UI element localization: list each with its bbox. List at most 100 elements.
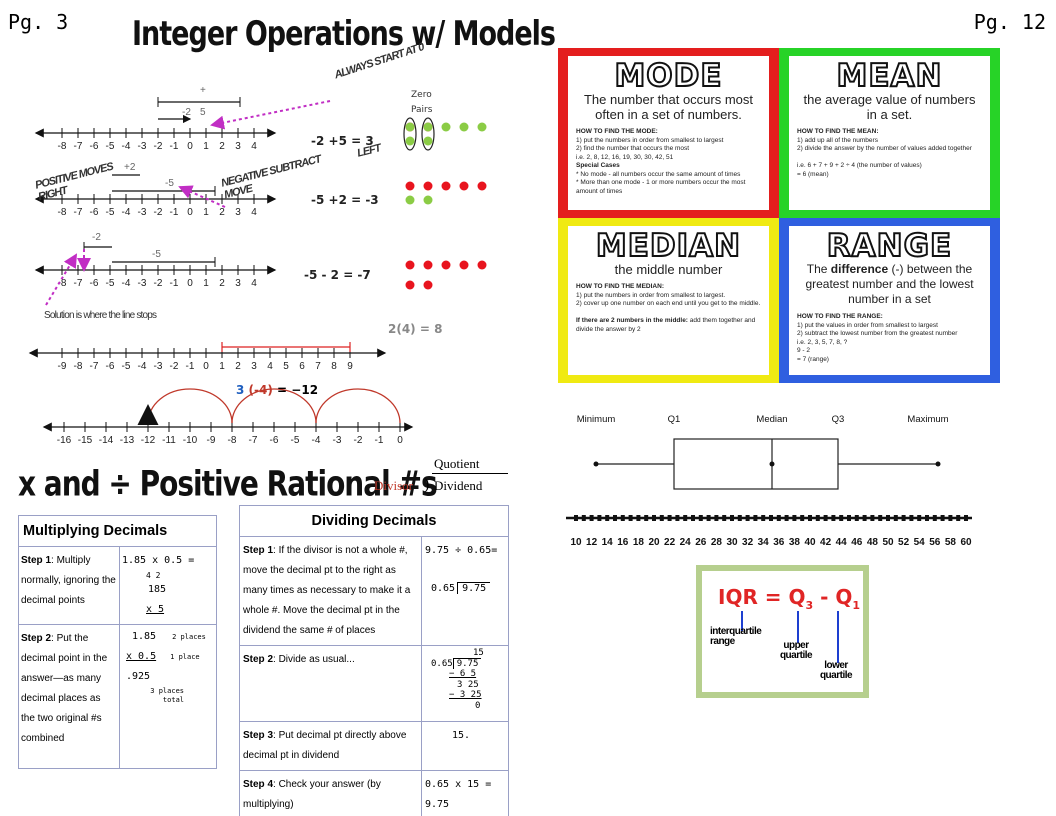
boxplot-tick-label: 12 (586, 537, 598, 548)
iqr-label-lower: lower quartile (819, 660, 853, 681)
boxplot-tick (652, 515, 656, 521)
boxplot-tick (698, 515, 703, 521)
positive-counter (423, 136, 433, 146)
boxplot-tick (854, 515, 859, 521)
boxplot-tick-label: 46 (851, 537, 863, 548)
boxplot-tick (659, 515, 664, 521)
tick-label: -5 (106, 207, 115, 218)
boxplot-tick (722, 515, 727, 521)
boxplot-tick (589, 515, 594, 521)
tick-label: -3 (138, 207, 147, 218)
negative-counter (423, 181, 433, 191)
mult-eq-equals: = (277, 383, 288, 397)
negative-counter (405, 181, 415, 191)
boxplot-tick-label: 38 (789, 537, 801, 548)
boxplot-tick (862, 515, 867, 521)
positive-counter (423, 195, 433, 205)
positive-counter (459, 122, 469, 132)
mult-header: Multiplying Decimals (18, 515, 217, 547)
boxplot-tick (581, 515, 586, 521)
boxplot-tick (917, 515, 922, 521)
boxplot-tick (831, 515, 836, 521)
negative-counter (441, 260, 451, 270)
boxplot-tick (776, 515, 781, 521)
tick-label: -6 (270, 435, 279, 446)
boxplot-tick (574, 515, 578, 521)
tick-label: -2 (354, 435, 363, 446)
boxplot-tick (886, 515, 890, 521)
tick-label: 2 (219, 207, 225, 218)
mode-title: MODE (613, 58, 723, 94)
label-plus: + (200, 85, 206, 96)
pointer-arrow (45, 253, 78, 306)
positive-counter (405, 195, 415, 205)
boxplot-tick (808, 515, 812, 521)
boxplot-tick (620, 515, 625, 521)
quotient-label: Quotient (434, 456, 480, 471)
mode-details: HOW TO FIND THE MODE: 1) put the numbers… (576, 128, 746, 195)
boxplot-tick (636, 515, 641, 521)
range-title: RANGE (826, 228, 953, 264)
boxplot-tick (628, 515, 633, 521)
negative-counter (477, 181, 487, 191)
tick-label: -1 (170, 278, 179, 289)
boxplot-tick (675, 515, 680, 521)
tick-label: 1 (219, 361, 225, 372)
div-step4: Step 4: Check your answer (by multiplyin… (239, 770, 422, 816)
boxplot-label: Q1 (668, 414, 681, 425)
boxplot-tick-label: 26 (695, 537, 707, 548)
tick-label: 6 (299, 361, 305, 372)
mult-step2: Step 2: Put the decimal point in the ans… (18, 624, 120, 769)
tick-label: -5 (106, 141, 115, 152)
mult-eq-factor: 3 (236, 383, 245, 397)
dividing-decimals-table: Dividing Decimals Step 1: If the divisor… (239, 505, 509, 816)
boxplot-tick (948, 515, 953, 521)
div-step4-example: 0.65 x 15 = 9.75 (421, 770, 509, 816)
boxplot-tick-label: 32 (742, 537, 754, 548)
boxplot-tick-label: 28 (711, 537, 723, 548)
tick-label: -7 (74, 207, 83, 218)
page-label-left: Pg. 3 (8, 10, 69, 34)
tick-label: -3 (154, 361, 163, 372)
boxplot-tick-label: 40 (804, 537, 816, 548)
mean-subtitle: the average value of numbers in a set. (803, 92, 976, 122)
tick-label: -1 (170, 141, 179, 152)
boxplot-tick (940, 515, 945, 521)
boxplot-tick (745, 515, 750, 521)
tick-label: -5 (122, 361, 131, 372)
tick-label: -4 (122, 141, 131, 152)
tick-label: -6 (90, 207, 99, 218)
boxplot-tick-label: 10 (570, 537, 582, 548)
tick-label: -7 (90, 361, 99, 372)
tick-label: 4 (251, 141, 257, 152)
boxplot-label: Maximum (907, 414, 948, 425)
tick-label: -4 (138, 361, 147, 372)
tick-label: -3 (138, 141, 147, 152)
mult-step1-example: 1.85 x 0.5 = 4 2 185 x 5 (119, 546, 217, 625)
boxplot-tick (730, 515, 734, 521)
negative-counter (423, 260, 433, 270)
tick-label: 1 (203, 207, 209, 218)
tick-label: 0 (187, 207, 193, 218)
boxplot-tick-label: 24 (680, 537, 692, 548)
mult-equation: 3 (-4) = −12 (236, 383, 318, 397)
dividend-label: Dividend (434, 478, 483, 493)
boxplot-tick-label: 18 (633, 537, 645, 548)
negative-counter (441, 181, 451, 191)
boxplot-tick-label: 14 (602, 537, 614, 548)
mult-step2-example: 1.85 2 places x 0.5 1 place .925 3 place… (119, 624, 217, 769)
boxplot-tick-label: 56 (929, 537, 941, 548)
negative-counter (405, 280, 415, 290)
tick-label: -6 (90, 141, 99, 152)
boxplot-tick-label: 22 (664, 537, 676, 548)
tick-label: 0 (397, 435, 403, 446)
tick-label: 9 (347, 361, 353, 372)
boxplot-tick-label: 54 (914, 537, 926, 548)
median-title: MEDIAN (595, 228, 742, 264)
mean-poster: MEAN the average value of numbers in a s… (779, 48, 1000, 218)
boxplot-tick (800, 515, 805, 521)
boxplot-tick-label: 58 (945, 537, 957, 548)
